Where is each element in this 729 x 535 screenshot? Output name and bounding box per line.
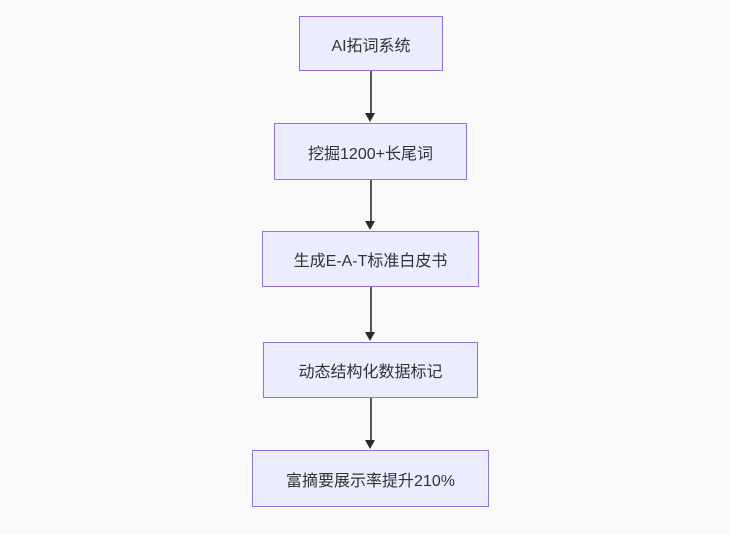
flow-node-eat-whitepaper: 生成E-A-T标准白皮书 xyxy=(262,231,479,287)
node-label: 富摘要展示率提升210% xyxy=(286,472,455,490)
node-label: 挖掘1200+长尾词 xyxy=(308,145,433,163)
arrow-line xyxy=(369,71,372,114)
arrow-line xyxy=(369,180,372,222)
arrowhead-down-icon xyxy=(365,332,375,341)
flow-edge-4 xyxy=(365,398,376,449)
flow-edge-1 xyxy=(365,71,376,122)
flow-node-rich-snippet-rate: 富摘要展示率提升210% xyxy=(252,450,489,507)
flow-node-structured-data-markup: 动态结构化数据标记 xyxy=(263,342,478,398)
arrowhead-down-icon xyxy=(365,221,375,230)
node-label: 生成E-A-T标准白皮书 xyxy=(293,253,448,270)
flow-node-ai-word-expansion-system: AI拓词系统 xyxy=(299,16,443,71)
flow-node-longtail-keywords: 挖掘1200+长尾词 xyxy=(274,123,467,180)
node-label: 动态结构化数据标记 xyxy=(298,364,443,381)
arrowhead-down-icon xyxy=(365,113,375,122)
arrow-line xyxy=(369,398,372,441)
node-label: AI拓词系统 xyxy=(331,37,411,55)
arrowhead-down-icon xyxy=(365,440,375,449)
flow-edge-2 xyxy=(365,180,376,230)
arrow-line xyxy=(369,287,372,333)
flow-edge-3 xyxy=(365,287,376,341)
